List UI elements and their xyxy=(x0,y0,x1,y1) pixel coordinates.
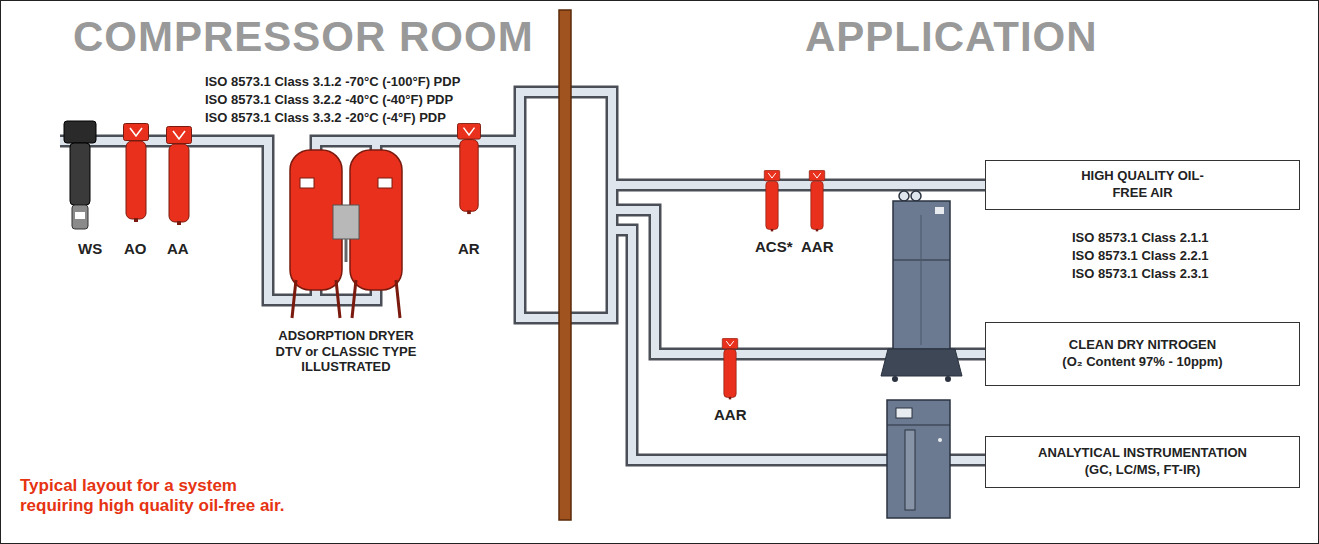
box-detail: (O₂ Content 97% - 10ppm) xyxy=(1062,354,1222,371)
filter-code: AO xyxy=(124,240,147,258)
iso-class-note: ISO 8573.1 Class 3.2.2 -40°C (-40°F) PDP xyxy=(205,92,453,108)
layout-caption: Typical layout for a system requiring hi… xyxy=(20,476,290,517)
iso-class-note: ISO 8573.1 Class 2.3.1 xyxy=(1072,266,1209,282)
box-heading: CLEAN DRY NITROGEN xyxy=(1069,337,1216,354)
iso-class-note: ISO 8573.1 Class 3.3.2 -20°C (-4°F) PDP xyxy=(205,110,446,126)
destination-box: CLEAN DRY NITROGEN(O₂ Content 97% - 10pp… xyxy=(985,322,1300,386)
box-heading: ANALYTICAL INSTRUMENTATION xyxy=(1038,445,1247,462)
filter-code: AR xyxy=(458,240,480,258)
box-heading: HIGH QUALITY OIL-FREE AIR xyxy=(1073,168,1213,202)
section-heading: COMPRESSOR ROOM xyxy=(73,12,534,62)
destination-box: ANALYTICAL INSTRUMENTATION(GC, LC/MS, FT… xyxy=(985,436,1300,488)
filter-code: AA xyxy=(167,240,189,258)
destination-box: HIGH QUALITY OIL-FREE AIR xyxy=(985,160,1300,210)
iso-class-note: ISO 8573.1 Class 3.1.2 -70°C (-100°F) PD… xyxy=(205,74,460,90)
filter-code: ACS* xyxy=(755,238,793,256)
dryer-caption: ADSORPTION DRYER DTV or CLASSIC TYPE ILL… xyxy=(266,328,426,375)
filter-code: WS xyxy=(78,240,102,258)
box-detail: (GC, LC/MS, FT-IR) xyxy=(1085,462,1201,479)
section-heading: APPLICATION xyxy=(805,12,1098,62)
iso-class-note: ISO 8573.1 Class 2.1.1 xyxy=(1072,230,1209,246)
filter-code: AAR xyxy=(801,238,834,256)
filter-code: AAR xyxy=(714,406,747,424)
iso-class-note: ISO 8573.1 Class 2.2.1 xyxy=(1072,248,1209,264)
